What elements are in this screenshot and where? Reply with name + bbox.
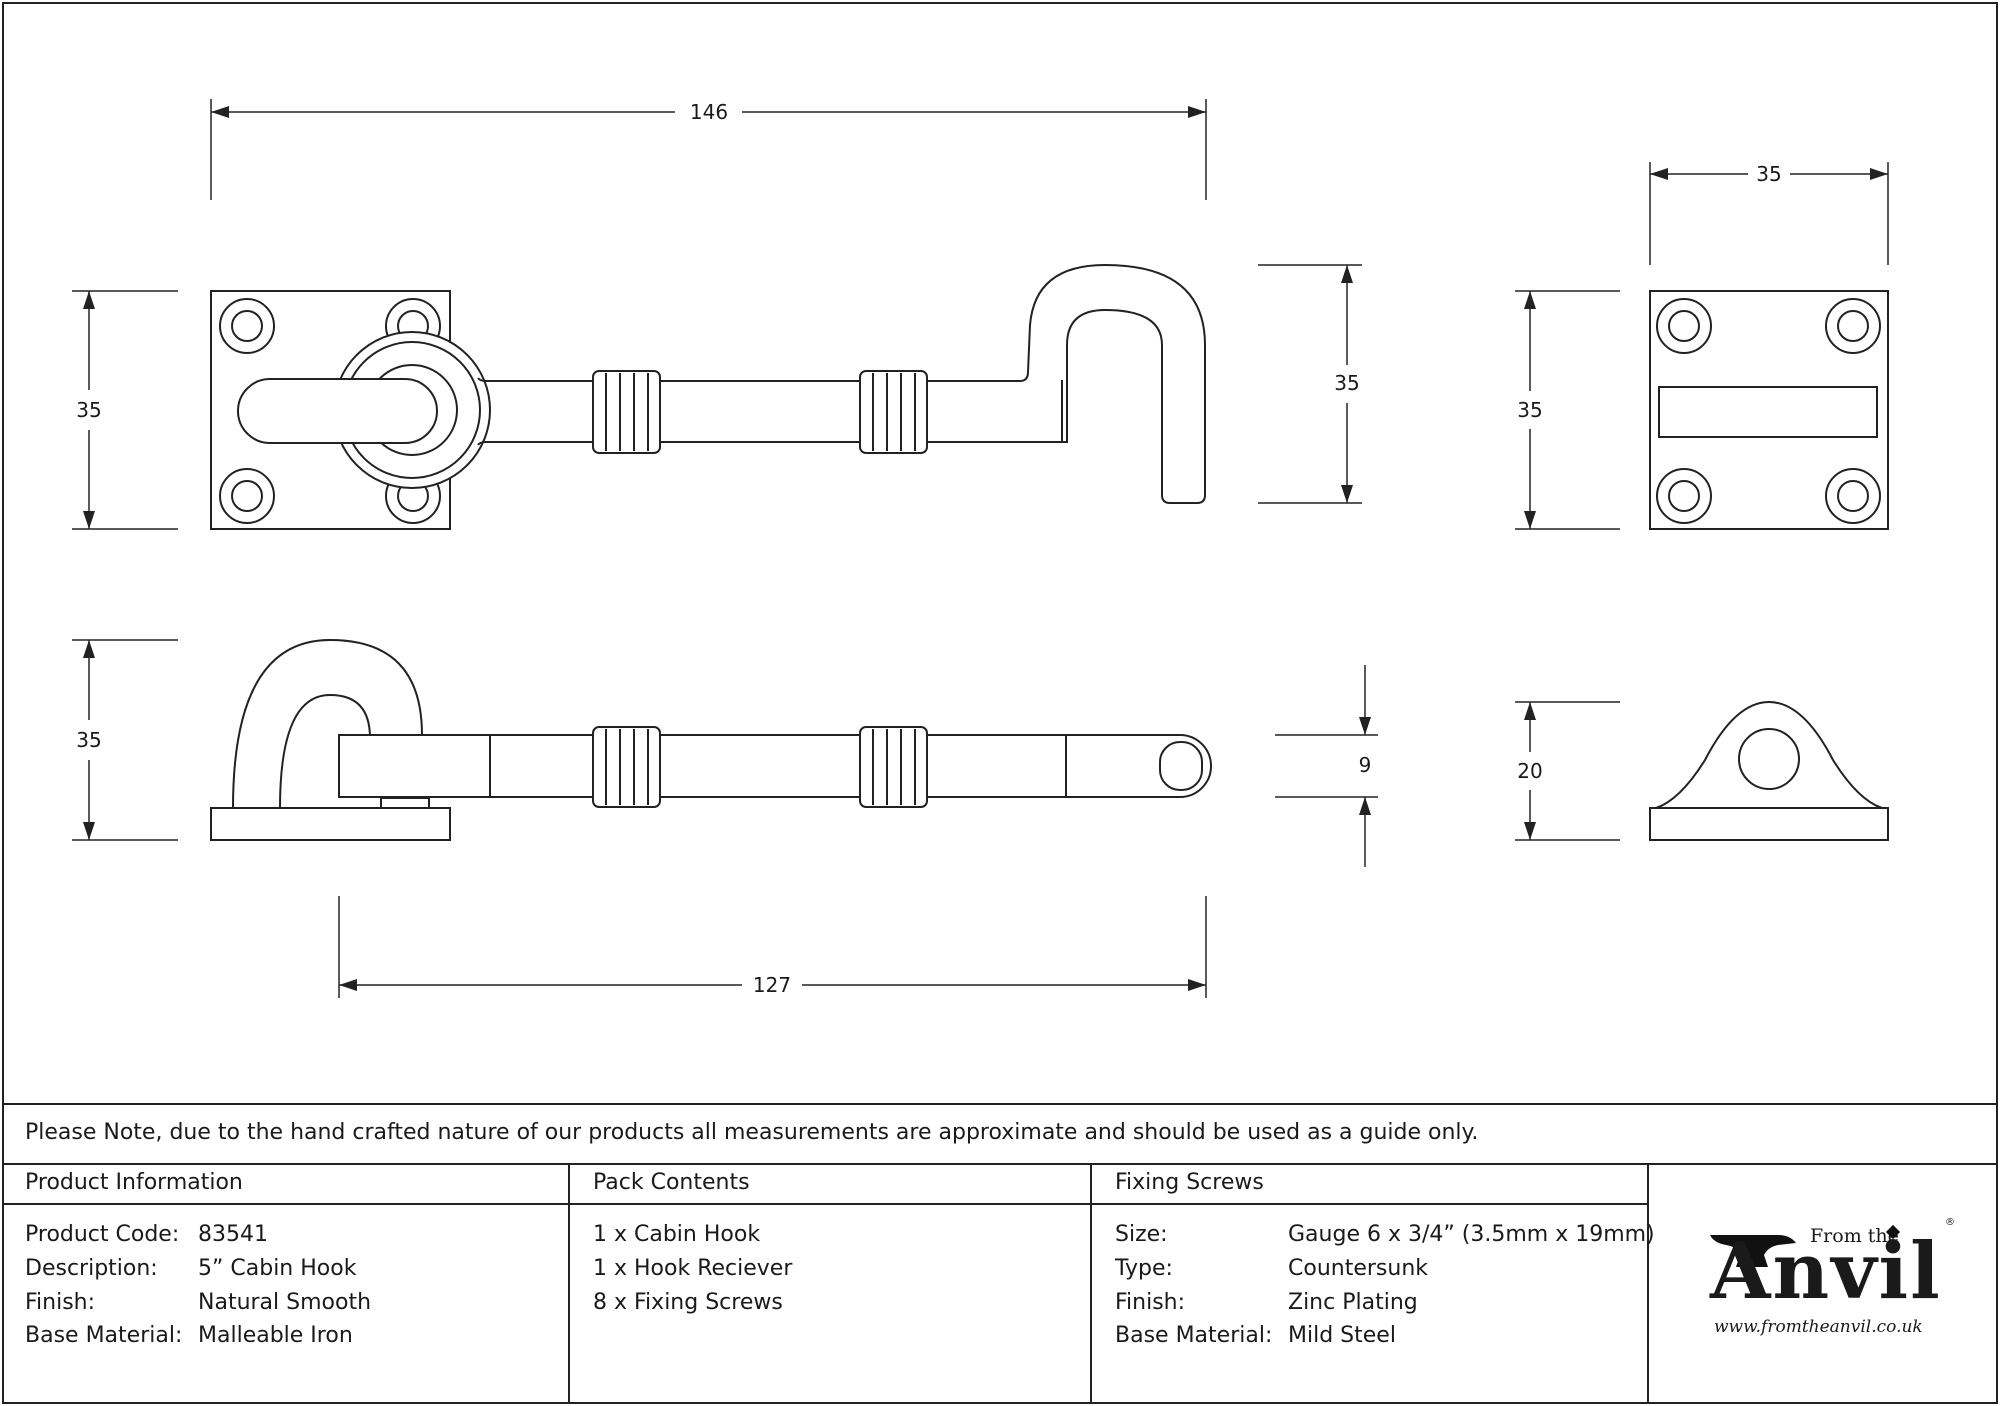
logo-url: www.fromtheanvil.co.uk — [1714, 1317, 1923, 1337]
pack-item: 1 x Cabin Hook — [593, 1222, 761, 1247]
dim-top-width: 146 — [690, 100, 728, 124]
technical-drawing: 146 35 35 35 35 35 9 20 127 — [72, 99, 1889, 998]
screw-type-label: Type: — [1115, 1256, 1173, 1281]
description-value: 5” Cabin Hook — [198, 1256, 357, 1281]
logo-from-the: From the — [1810, 1225, 1899, 1247]
side-view-hook — [210, 638, 1212, 841]
screw-size-label: Size: — [1115, 1222, 1168, 1247]
disclaimer-note: Please Note, due to the hand crafted nat… — [25, 1120, 1479, 1145]
finish-label: Finish: — [25, 1290, 96, 1315]
finish-value: Natural Smooth — [198, 1290, 372, 1315]
base-material-value: Malleable Iron — [198, 1323, 353, 1348]
fixing-screws-heading: Fixing Screws — [1115, 1170, 1264, 1195]
dim-hook-height: 35 — [1334, 371, 1359, 395]
dim-bar-thickness: 9 — [1359, 753, 1372, 777]
dim-receiver-side-height: 20 — [1517, 759, 1542, 783]
product-code-label: Product Code: — [25, 1222, 180, 1247]
screw-material-value: Mild Steel — [1288, 1323, 1396, 1348]
from-the-anvil-logo: From the ® Anvil www.fromtheanvil.co.uk — [1700, 1217, 1960, 1345]
description-label: Description: — [25, 1256, 158, 1281]
screw-finish-value: Zinc Plating — [1288, 1290, 1418, 1315]
registered-icon: ® — [1945, 1217, 1955, 1228]
dim-receiver-height: 35 — [1517, 398, 1542, 422]
screw-size-value: Gauge 6 x 3/4” (3.5mm x 19mm) — [1288, 1222, 1655, 1247]
screw-type-value: Countersunk — [1288, 1256, 1429, 1281]
dim-bottom-length: 127 — [753, 973, 791, 997]
top-view-receiver — [1649, 290, 1889, 530]
pack-item: 1 x Hook Reciever — [593, 1256, 793, 1281]
dim-receiver-width: 35 — [1756, 162, 1781, 186]
product-info-heading: Product Information — [25, 1170, 243, 1195]
screw-finish-label: Finish: — [1115, 1290, 1186, 1315]
side-view-receiver — [1649, 700, 1889, 841]
screw-material-label: Base Material: — [1115, 1323, 1273, 1348]
logo-anvil: Anvil — [1710, 1226, 1942, 1317]
base-material-label: Base Material: — [25, 1323, 183, 1348]
anvil-icon — [1710, 1235, 1796, 1267]
pack-contents-heading: Pack Contents — [593, 1170, 750, 1195]
product-code-value: 83541 — [198, 1222, 268, 1247]
dim-side-height-left: 35 — [76, 728, 101, 752]
pack-item: 8 x Fixing Screws — [593, 1290, 783, 1315]
dim-top-height-left: 35 — [76, 398, 101, 422]
top-view-hook — [210, 263, 1206, 530]
